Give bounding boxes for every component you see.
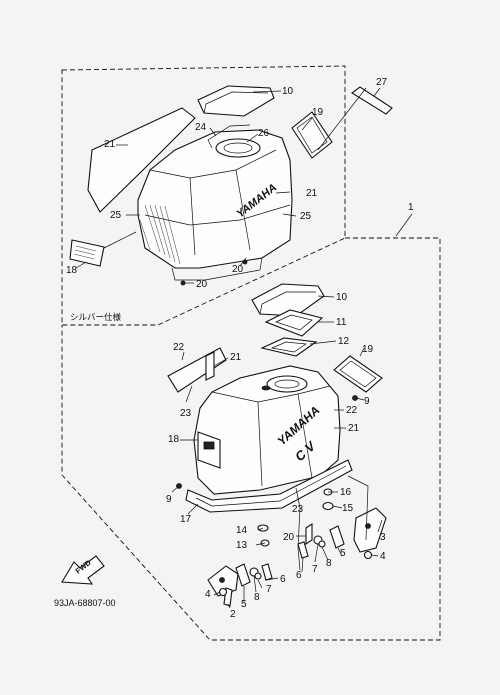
callout-8-mid: 8 [326,558,332,569]
callout-17: 17 [180,514,192,525]
latch-bracket-right [353,507,387,553]
callout-20-inset-b: 20 [196,279,208,290]
seal-12 [260,337,318,357]
callout-1: 1 [408,202,414,213]
callout-24: 24 [195,122,207,133]
lever-5-left [235,563,251,587]
decal-23-stripe [205,351,215,381]
callout-5-right: 5 [340,548,346,559]
callout-14: 14 [236,525,248,536]
drawing-code: 93JA-68807-00 [54,598,116,608]
callout-21-main-left: 21 [230,352,242,363]
leader-1 [395,213,413,237]
callout-21-main-right: 21 [348,423,360,434]
callout-16: 16 [340,487,352,498]
strip-27 [351,86,393,115]
bolt-6-b [261,563,273,581]
callout-12: 12 [338,336,350,347]
inset-note: シルバー仕様 [70,312,122,322]
callout-7-left: 7 [266,584,272,595]
inset-cover-assembly: YAMAHA [69,85,393,286]
callout-22-right: 22 [346,405,358,416]
main-air-intake [266,375,308,393]
main-leaders [171,295,383,609]
bolt-9-right [352,395,358,401]
main-assembly-frame [61,237,441,641]
silver-spec-inset-frame [61,65,346,326]
top-cap-inset [197,85,275,117]
lever-5-right [329,525,345,549]
stud-20 [305,522,313,546]
callout-20-inset-a: 20 [232,264,244,275]
callout-13: 13 [236,540,248,551]
callout-21-inset-left: 21 [104,139,116,150]
decal-22 [167,347,227,393]
washer-7-a [318,540,326,548]
callout-10-main: 10 [336,292,348,303]
callout-8-left: 8 [254,592,260,603]
callout-19-main: 19 [362,344,374,355]
grommet-15 [322,501,334,511]
callout-9-left: 9 [166,494,172,505]
latch-hardware [207,488,387,607]
callout-21-inset-right: 21 [306,188,318,199]
callout-2: 2 [230,609,236,620]
callout-6-mid: 6 [296,570,302,581]
callout-18-inset: 18 [66,265,78,276]
callout-10-inset: 10 [282,86,294,97]
callout-25-right: 25 [300,211,312,222]
seal-17 [185,459,353,513]
callout-6-left: 6 [280,574,286,585]
callout-4-left: 4 [205,589,211,600]
plate-inset [291,111,333,159]
nut-4-right [363,550,373,560]
callout-22-left: 22 [173,342,185,353]
bolt-6-a [297,541,309,559]
callout-numbers: 1 2 3 4 4 5 5 6 6 7 7 8 8 9 9 10 10 11 1… [66,77,414,620]
callout-5-left: 5 [241,599,247,610]
callout-23-left: 23 [180,408,192,419]
callout-15: 15 [342,503,354,514]
callout-19-inset: 19 [312,107,324,118]
badge-emblem [203,441,215,450]
plate-19 [333,355,383,393]
top-cowling [193,365,341,495]
callout-18-main: 18 [168,434,180,445]
main-cover-assembly: YAMAHA C V [167,283,383,513]
callout-3: 3 [380,532,386,543]
gasket-11 [264,309,324,337]
callout-26: 26 [258,128,270,139]
screw-inset-a [242,259,248,265]
decal-sheet-left [87,107,196,213]
washer-7-b [254,572,262,580]
fwd-arrow: FWD [61,555,105,585]
callout-25-left: 25 [110,210,122,221]
callout-7-mid: 7 [312,564,318,575]
callout-11: 11 [336,317,347,328]
badge-18 [197,431,221,469]
nut-4-left [218,587,228,597]
callout-9-right: 9 [364,396,370,407]
callout-27: 27 [376,77,388,88]
inset-leaders [75,87,381,284]
air-intake-opening [215,138,261,158]
callout-20-main: 20 [283,532,295,543]
callout-23-mid: 23 [292,504,304,515]
top-cowling-inset [137,129,293,269]
callout-4-right: 4 [380,551,386,562]
